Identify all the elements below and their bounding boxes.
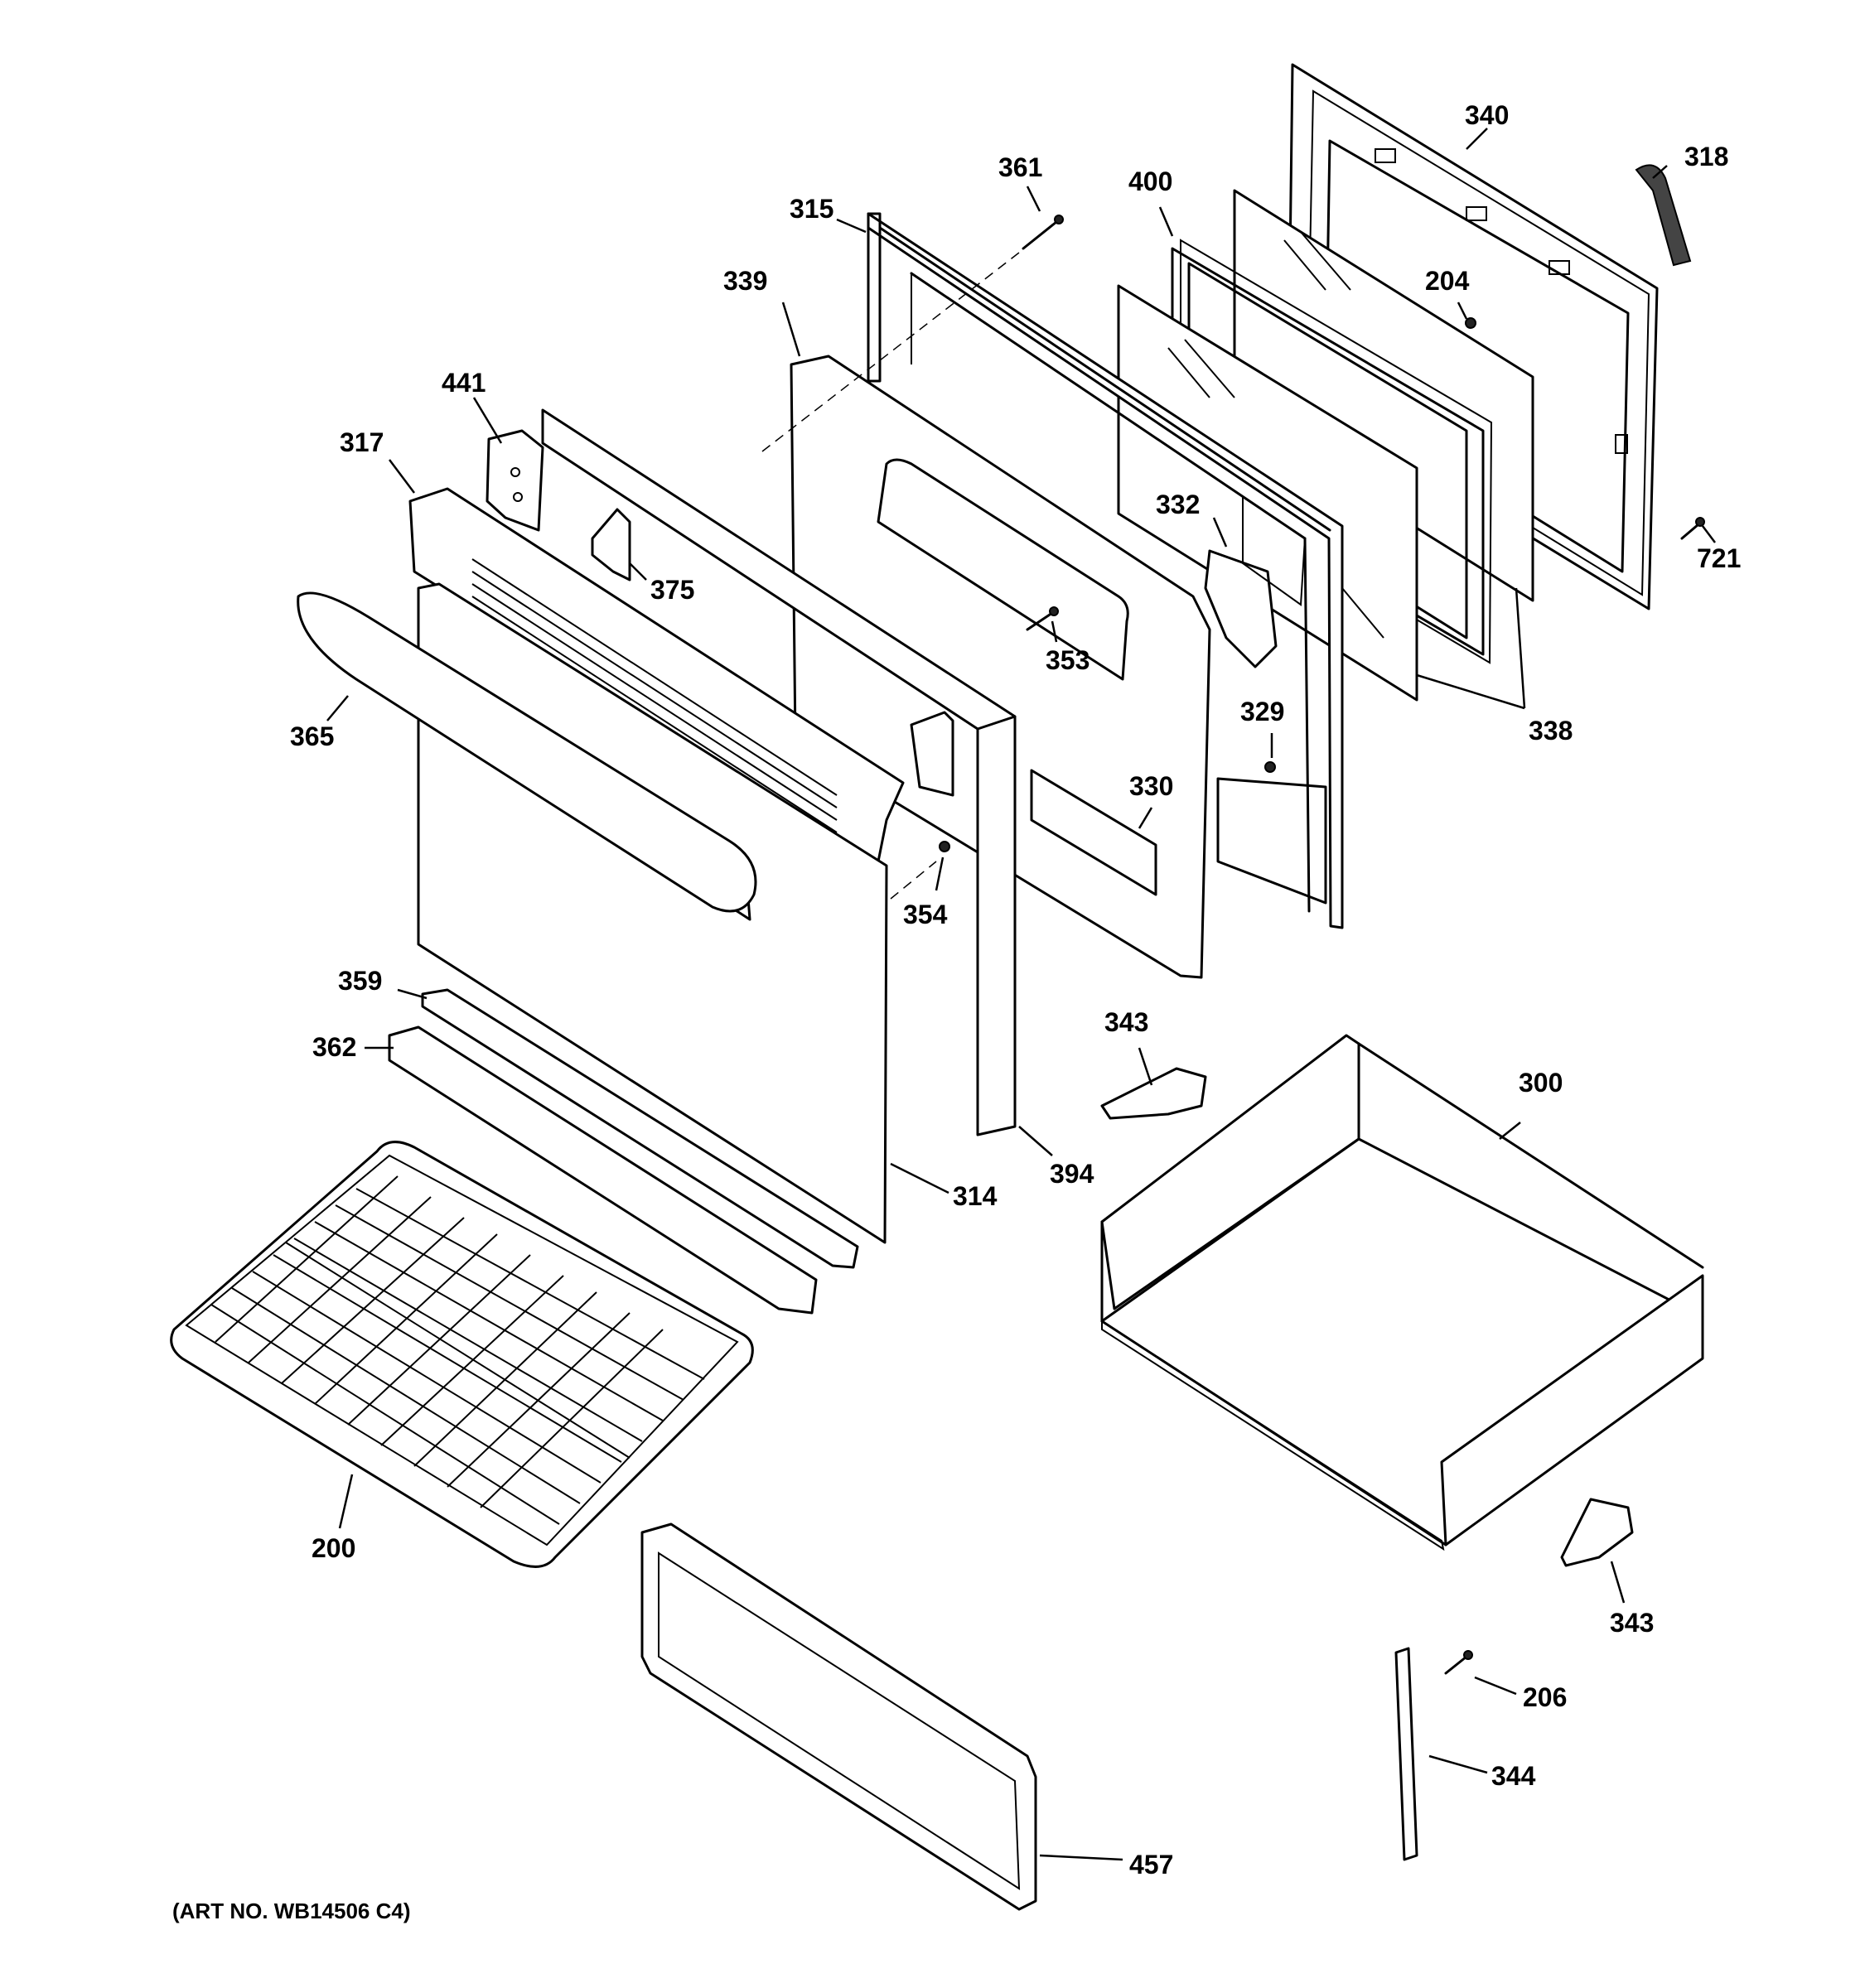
part-375-bracket bbox=[591, 508, 631, 581]
callout-340: 340 bbox=[1465, 100, 1509, 130]
part-365-handle bbox=[297, 591, 757, 913]
callout-318: 318 bbox=[1684, 142, 1728, 171]
part-332-bracket bbox=[1204, 495, 1307, 668]
callout-362: 362 bbox=[312, 1032, 356, 1062]
callout-361: 361 bbox=[998, 152, 1042, 182]
part-315-door-frame bbox=[867, 212, 1344, 929]
callout-400: 400 bbox=[1128, 166, 1172, 196]
callout-314: 314 bbox=[953, 1181, 998, 1211]
screw-354 bbox=[939, 841, 950, 852]
callout-343-lower: 343 bbox=[1610, 1608, 1654, 1638]
part-300-drawer bbox=[1100, 1034, 1704, 1551]
callout-339: 339 bbox=[723, 266, 767, 296]
alignment-line bbox=[761, 252, 1020, 452]
callout-344: 344 bbox=[1491, 1761, 1536, 1791]
callout-329: 329 bbox=[1240, 697, 1284, 726]
callout-457: 457 bbox=[1129, 1850, 1173, 1879]
screw-353 bbox=[1026, 606, 1059, 631]
callout-343: 343 bbox=[1104, 1007, 1148, 1037]
callout-204: 204 bbox=[1425, 266, 1470, 296]
part-394-side-channel bbox=[541, 408, 1017, 1136]
part-318-gasket bbox=[1635, 164, 1692, 267]
callout-338: 338 bbox=[1529, 716, 1573, 746]
part-343-drawer-slide-right bbox=[1560, 1498, 1634, 1567]
callout-721: 721 bbox=[1697, 543, 1741, 573]
callout-332: 332 bbox=[1156, 490, 1200, 519]
part-457-drawer-front bbox=[640, 1522, 1037, 1911]
callout-365: 365 bbox=[290, 721, 334, 751]
callout-441: 441 bbox=[442, 368, 486, 398]
part-344-rail bbox=[1394, 1647, 1418, 1861]
leader-lines bbox=[326, 128, 1716, 1861]
callout-labels: 340 318 361 400 315 204 339 441 317 332 … bbox=[290, 100, 1741, 1879]
screw-204 bbox=[1465, 317, 1476, 329]
callout-330: 330 bbox=[1129, 771, 1173, 801]
screw-329 bbox=[1264, 761, 1276, 773]
part-200-oven-rack bbox=[170, 1141, 754, 1568]
callout-353: 353 bbox=[1046, 645, 1090, 675]
art-number: (ART NO. WB14506 C4) bbox=[172, 1899, 411, 1923]
part-362-kickplate bbox=[388, 1025, 818, 1315]
callout-206: 206 bbox=[1523, 1682, 1567, 1712]
part-359-trim bbox=[421, 988, 859, 1269]
callout-200: 200 bbox=[312, 1533, 355, 1563]
callout-354: 354 bbox=[903, 900, 948, 929]
screw-206 bbox=[1444, 1650, 1473, 1675]
screw-721 bbox=[1680, 517, 1705, 540]
callout-375: 375 bbox=[650, 575, 694, 605]
part-441-hinge bbox=[486, 429, 544, 532]
part-338-glass-panes bbox=[1233, 189, 1534, 602]
callout-317: 317 bbox=[340, 427, 384, 457]
screw-361 bbox=[1022, 215, 1064, 250]
callout-394: 394 bbox=[1050, 1159, 1094, 1189]
callout-315: 315 bbox=[790, 194, 833, 224]
alignment-line bbox=[890, 861, 937, 900]
part-343-drawer-slide bbox=[1100, 1067, 1207, 1120]
callout-300: 300 bbox=[1519, 1068, 1563, 1098]
callout-359: 359 bbox=[338, 966, 382, 996]
